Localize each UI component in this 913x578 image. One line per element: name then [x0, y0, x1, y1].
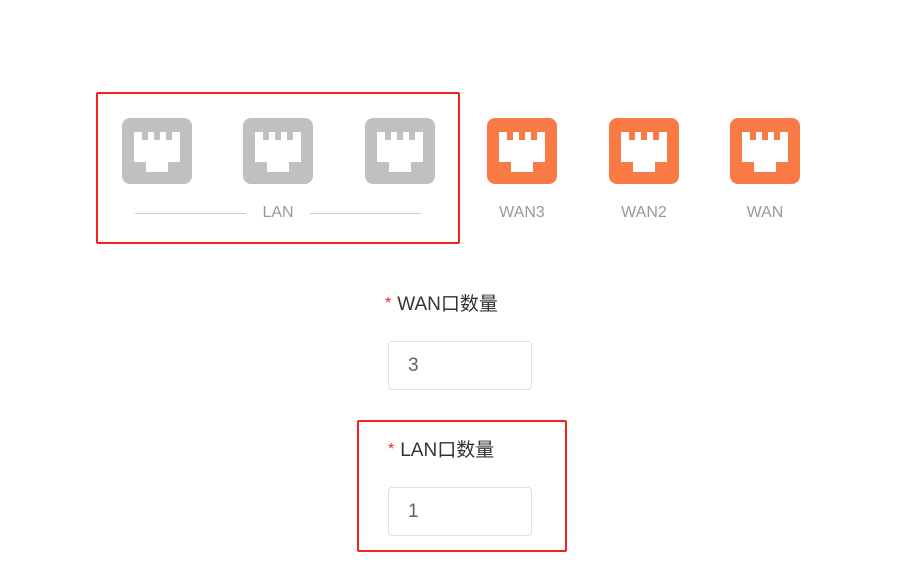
wan-count-label-text: WAN口数量: [397, 294, 498, 315]
lan-count-label: * LAN口数量: [388, 435, 494, 462]
wan-port-icon: [609, 118, 679, 184]
wan-count-label: * WAN口数量: [385, 289, 498, 316]
wan-count-input[interactable]: [388, 341, 532, 390]
lan-port-icon: [122, 118, 192, 184]
lan-count-label-text: LAN口数量: [400, 440, 495, 461]
required-mark: *: [388, 441, 395, 458]
wan-port-icon: [730, 118, 800, 184]
lan-count-input[interactable]: [388, 487, 532, 536]
lan-port-icon: [365, 118, 435, 184]
lan-group-line-right: [310, 213, 421, 214]
lan-group-label: LAN: [262, 204, 294, 221]
lan-group-line-left: [135, 213, 246, 214]
wan-port-icon: [487, 118, 557, 184]
port-label-wan: WAN: [746, 204, 784, 221]
lan-port-icon: [243, 118, 313, 184]
port-label-wan3: WAN3: [499, 204, 545, 221]
port-label-wan2: WAN2: [621, 204, 667, 221]
lan-ports-highlight: [96, 92, 460, 244]
lan-count-highlight: [357, 420, 567, 552]
required-mark: *: [385, 295, 392, 312]
